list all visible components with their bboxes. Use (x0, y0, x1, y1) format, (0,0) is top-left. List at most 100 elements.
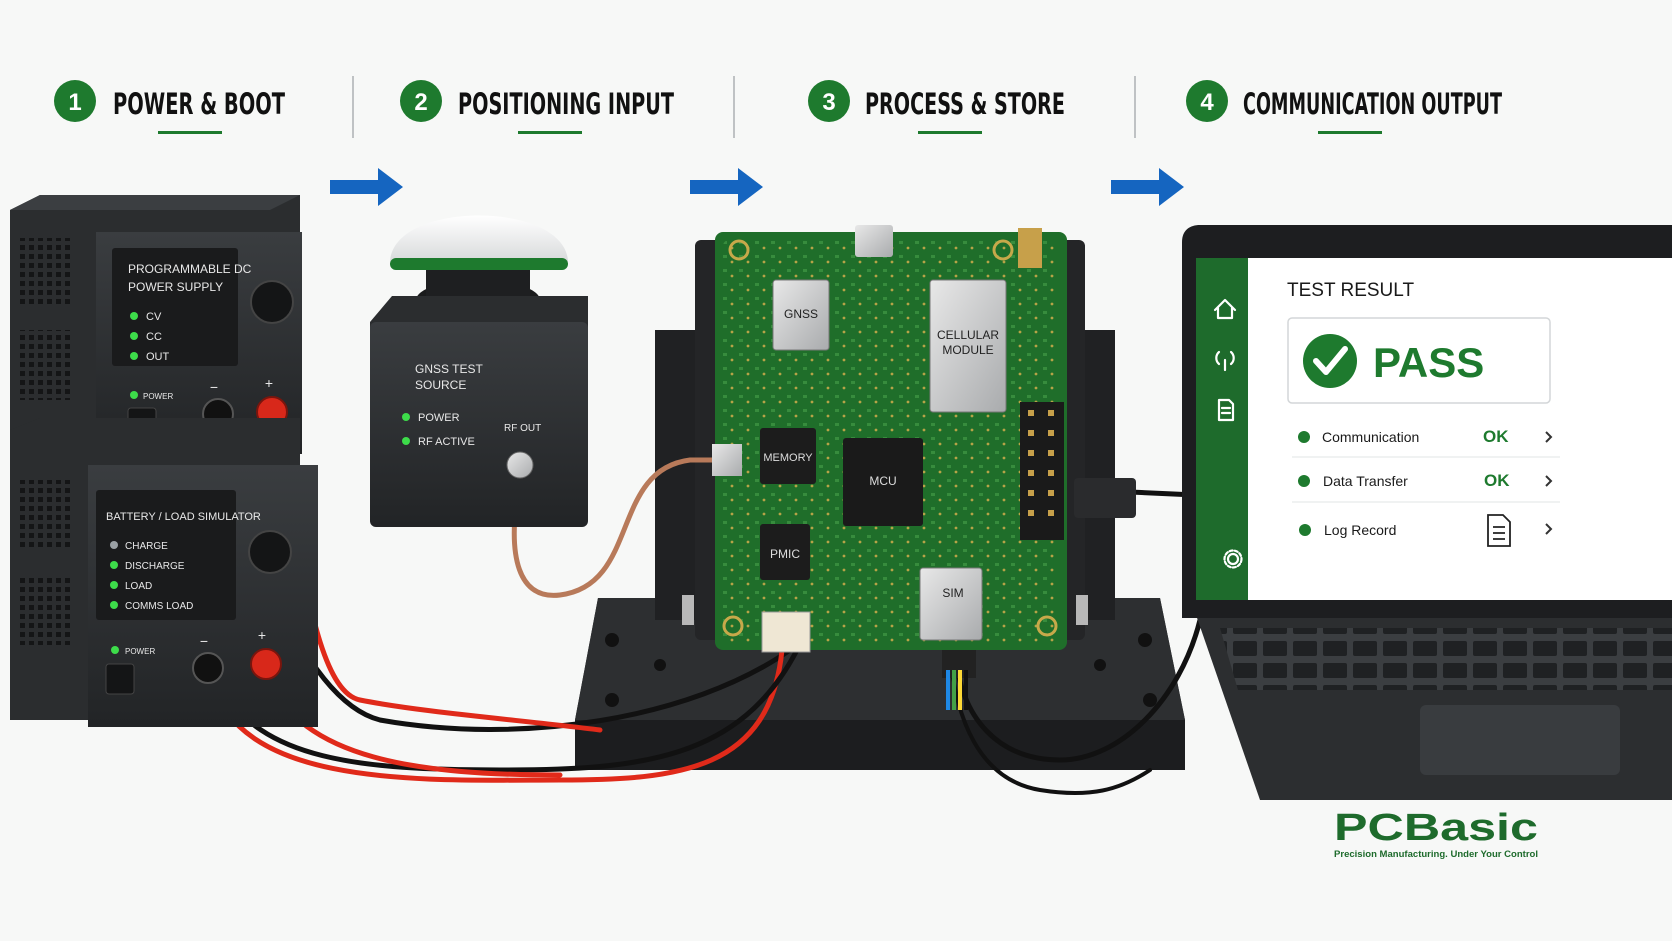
step-1-number: 1 (68, 89, 81, 116)
rf-out-connector[interactable] (506, 451, 534, 479)
antenna-connector (1018, 228, 1042, 268)
test-result-title: TEST RESULT (1287, 280, 1414, 301)
step-2-underline (518, 131, 582, 134)
arrow-right-icon (690, 168, 763, 206)
led-icon (130, 352, 138, 360)
red-wire (209, 647, 785, 783)
rf-coax-cable (511, 457, 728, 598)
brand-logo-text: PCBasic (1334, 807, 1538, 849)
keyboard (1220, 628, 1672, 690)
status-dot-icon (1299, 524, 1311, 536)
brand-tagline: Precision Manufacturing. Under Your Cont… (1334, 849, 1538, 860)
result-row-label: Log Record (1324, 522, 1396, 538)
battery-load-simulator: BATTERY / LOAD SIMULATOR CHARGE DISCHARG… (10, 418, 318, 727)
step-2-badge (400, 80, 442, 122)
terminal-minus-label: − (200, 633, 208, 649)
status-dot-icon (1298, 475, 1310, 487)
rf-connector (712, 444, 742, 476)
gnss-chip (772, 279, 830, 351)
step-3-badge (808, 80, 850, 122)
sim-slot (919, 567, 983, 641)
result-row[interactable]: Data Transfer OK (1292, 471, 1560, 503)
indicator-discharge: DISCHARGE (125, 561, 185, 572)
chevron-right-icon (1545, 523, 1553, 535)
step-1-header: 1 POWER & BOOT (54, 80, 285, 134)
pcb-board: GNSS CELLULAR MODULE MEMORY MCU PMIC SIM (712, 225, 1136, 653)
terminal-red[interactable] (250, 648, 282, 680)
cellular-module-label-1: CELLULAR (937, 328, 999, 342)
led-icon (130, 312, 138, 320)
simulator-power-button[interactable] (105, 663, 135, 695)
gnss-indicator-rf-active: RF ACTIVE (418, 436, 475, 448)
indicator-charge: CHARGE (125, 541, 168, 552)
antenna-icon[interactable] (1215, 350, 1235, 372)
trackpad[interactable] (1420, 705, 1620, 775)
check-circle-icon (1303, 334, 1357, 388)
gear-icon[interactable] (1226, 552, 1240, 566)
power-led-icon (111, 646, 119, 654)
step-2-header: 2 POSITIONING INPUT (400, 80, 674, 134)
terminal-minus-label: − (210, 379, 218, 395)
black-wire (217, 647, 800, 773)
load-knob[interactable] (248, 530, 292, 574)
result-row[interactable]: Communication OK (1292, 427, 1560, 458)
voltage-knob[interactable] (250, 280, 294, 324)
terminal-plus-label: + (265, 375, 273, 391)
led-icon (402, 413, 410, 421)
step-4-label: COMMUNICATION OUTPUT (1243, 87, 1502, 121)
sim-slot-label: SIM (942, 586, 963, 600)
gnss-source-title-1: GNSS TEST (415, 362, 483, 376)
pass-text: PASS (1373, 339, 1484, 386)
laptop: TEST RESULT PASS Communication OK Data T… (1182, 225, 1672, 800)
chevron-right-icon (1545, 431, 1553, 443)
indicator-out: OUT (146, 351, 170, 363)
result-row-label: Communication (1322, 429, 1419, 445)
pin-header (1020, 402, 1064, 540)
step-3-underline (918, 131, 982, 134)
indicator-comms-load: COMMS LOAD (125, 601, 193, 612)
result-row-status: OK (1483, 427, 1509, 446)
simulator-display (96, 490, 236, 620)
mcu-chip-label: MCU (869, 474, 896, 488)
pmic-chip-label: PMIC (770, 547, 800, 561)
step-4-badge (1186, 80, 1228, 122)
usb-plug (1074, 478, 1136, 518)
indicator-load: LOAD (125, 581, 152, 592)
step-3-label: PROCESS & STORE (865, 87, 1065, 121)
result-row-status: OK (1484, 471, 1510, 490)
arrow-right-icon (330, 168, 403, 206)
led-icon (110, 601, 118, 609)
gnss-test-source: GNSS TEST SOURCE POWER RF ACTIVE RF OUT (370, 215, 588, 527)
indicator-cc: CC (146, 331, 162, 343)
gnss-chip-label: GNSS (784, 307, 818, 321)
document-icon[interactable] (1217, 398, 1235, 422)
step-4-number: 4 (1200, 89, 1214, 116)
app-sidebar (1196, 258, 1248, 600)
power-supply-unit: PROGRAMMABLE DC POWER SUPPLY CV CC OUT P… (10, 195, 302, 454)
led-icon (110, 541, 118, 549)
memory-chip (760, 428, 816, 484)
step-3-header: 3 PROCESS & STORE (808, 80, 1065, 134)
flow-arrows (330, 168, 1184, 206)
simulator-power-label: POWER (125, 647, 155, 656)
power-supply-indicators: CV CC OUT (130, 311, 170, 363)
step-1-badge (54, 80, 96, 122)
step-1-underline (158, 131, 222, 134)
step-3-number: 3 (822, 89, 835, 116)
gnss-source-title-2: SOURCE (415, 378, 466, 392)
mcu-chip (843, 438, 923, 526)
result-row[interactable]: Log Record (1299, 514, 1553, 547)
cellular-module (929, 279, 1007, 413)
rf-out-label: RF OUT (504, 423, 541, 434)
led-icon (110, 581, 118, 589)
arrow-right-icon (1111, 168, 1184, 206)
step-1-label: POWER & BOOT (113, 87, 285, 121)
power-supply-power-label: POWER (143, 392, 173, 401)
step-4-underline (1318, 131, 1382, 134)
simulator-indicators: CHARGE DISCHARGE LOAD COMMS LOAD (110, 541, 193, 612)
power-supply-title-2: POWER SUPPLY (128, 280, 223, 294)
status-dot-icon (1298, 431, 1310, 443)
terminal-black[interactable] (192, 652, 224, 684)
home-icon[interactable] (1213, 298, 1237, 320)
